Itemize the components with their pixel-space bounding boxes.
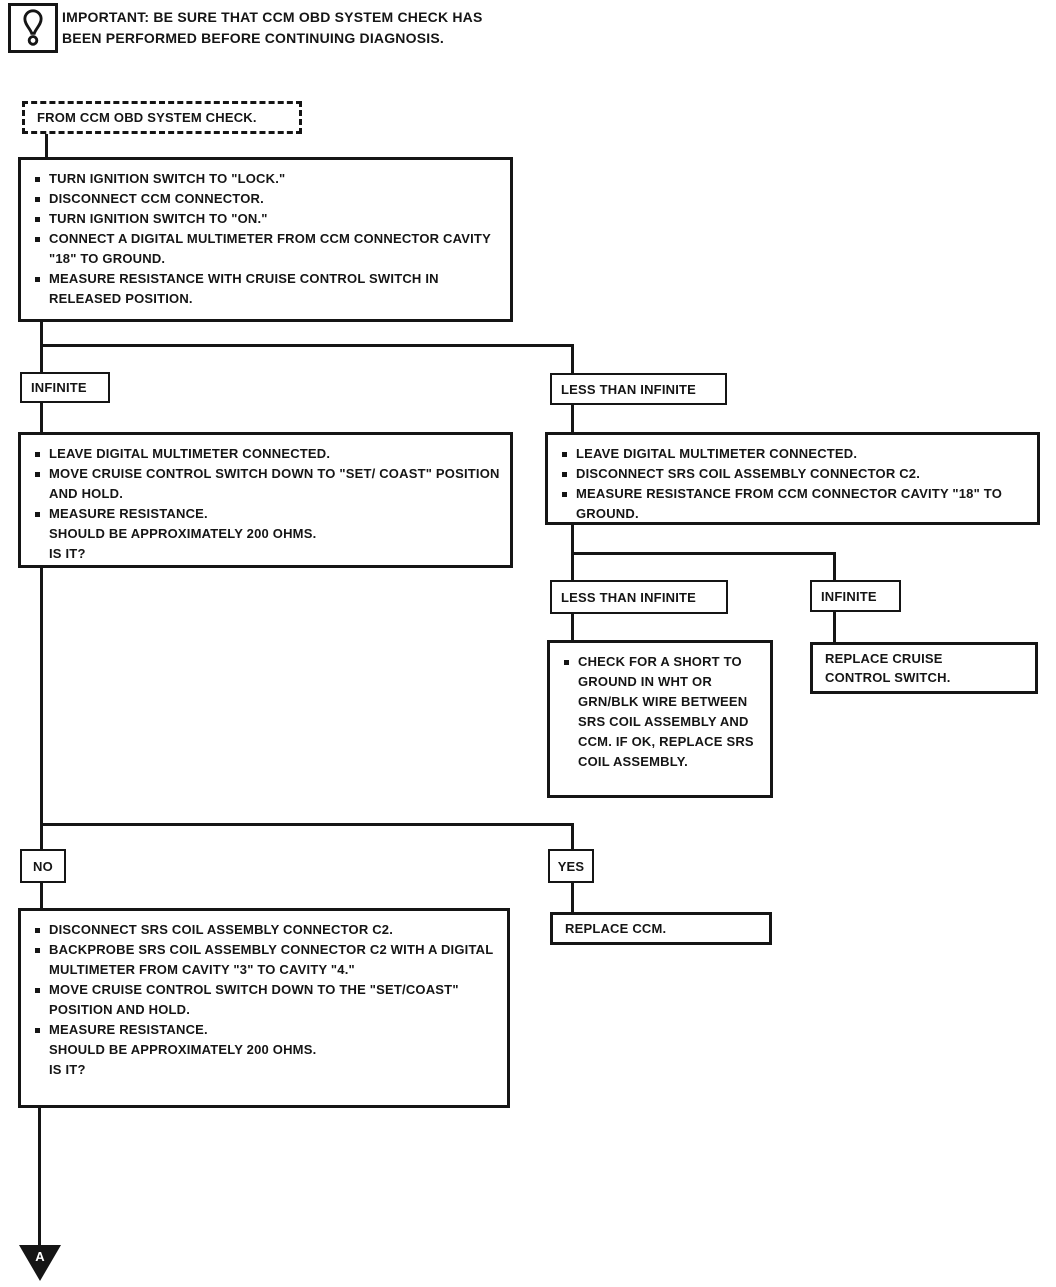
bullet-dot	[35, 277, 40, 282]
connector-a-label: A	[35, 1249, 45, 1264]
step-item: SHOULD BE APPROXIMATELY 200 OHMS.	[49, 1042, 317, 1057]
bullet-dot	[564, 660, 569, 665]
edge-no-to-backprobe	[40, 882, 43, 909]
outcome-infinite-2: INFINITE	[810, 580, 901, 612]
edge-step1-down	[40, 322, 43, 373]
step-item: MOVE CRUISE CONTROL SWITCH DOWN TO THE "…	[35, 980, 497, 1020]
outcome-infinite-1: INFINITE	[20, 372, 110, 403]
important-note: IMPORTANT: BE SURE THAT CCM OBD SYSTEM C…	[62, 7, 562, 49]
short-check-node: CHECK FOR A SHORT TO GROUND IN WHT OR GR…	[547, 640, 773, 798]
outcome-no: NO	[20, 849, 66, 883]
outcome-less-than-infinite-2: LESS THAN INFINITE	[550, 580, 728, 614]
edge-less-than-infinite-to-short-check	[571, 613, 574, 641]
outcome-yes: YES	[548, 849, 594, 883]
off-page-connector-a: A	[17, 1244, 63, 1282]
bullet-dot	[35, 988, 40, 993]
step-item: IS IT?	[49, 1062, 86, 1077]
edge-branch1-horizontal	[40, 344, 574, 347]
bullet-dot	[562, 492, 567, 497]
step-item: CONNECT A DIGITAL MULTIMETER FROM CCM CO…	[35, 229, 500, 269]
bullet-dot	[35, 472, 40, 477]
bullet-dot	[35, 512, 40, 517]
important-note-line1: IMPORTANT: BE SURE THAT CCM OBD SYSTEM C…	[62, 9, 483, 25]
step-item: LEAVE DIGITAL MULTIMETER CONNECTED.	[562, 444, 1027, 464]
replace-cruise-node: REPLACE CRUISE CONTROL SWITCH.	[810, 642, 1038, 694]
edge-branch1-to-less-than-infinite	[571, 344, 574, 374]
edge-branch3-to-infinite	[833, 552, 836, 581]
outcome-less-than-infinite-1: LESS THAN INFINITE	[550, 373, 727, 405]
edge-branch3-horizontal	[571, 552, 836, 555]
important-note-line2: BEEN PERFORMED BEFORE CONTINUING DIAGNOS…	[62, 30, 444, 46]
step-item: DISCONNECT SRS COIL ASSEMBLY CONNECTOR C…	[35, 920, 497, 940]
step-item: MEASURE RESISTANCE.	[35, 504, 500, 524]
step-item: MEASURE RESISTANCE FROM CCM CONNECTOR CA…	[562, 484, 1027, 524]
edge-less-than-infinite-to-right-test	[571, 404, 574, 433]
edge-backprobe-to-connector-a	[38, 1107, 41, 1248]
bullet-dot	[35, 177, 40, 182]
step1-node: TURN IGNITION SWITCH TO "LOCK."DISCONNEC…	[18, 157, 513, 322]
outcome-label: LESS THAN INFINITE	[561, 381, 697, 397]
bullet-dot	[562, 472, 567, 477]
right-test-node: LEAVE DIGITAL MULTIMETER CONNECTED.DISCO…	[545, 432, 1040, 525]
action-label: REPLACE CRUISE CONTROL SWITCH.	[825, 651, 951, 685]
edge-start-to-step1	[45, 134, 48, 158]
step-item: MEASURE RESISTANCE WITH CRUISE CONTROL S…	[35, 269, 500, 309]
bullet-dot	[35, 197, 40, 202]
step-item: MEASURE RESISTANCE.	[35, 1020, 497, 1040]
outcome-label: INFINITE	[31, 380, 87, 395]
bullet-dot	[35, 237, 40, 242]
outcome-label: LESS THAN INFINITE	[561, 589, 697, 605]
step-item: TURN IGNITION SWITCH TO "LOCK."	[35, 169, 500, 189]
step-item: TURN IGNITION SWITCH TO "ON."	[35, 209, 500, 229]
step-item: DISCONNECT SRS COIL ASSEMBLY CONNECTOR C…	[562, 464, 1027, 484]
outcome-label: NO	[33, 858, 53, 874]
step-item: CHECK FOR A SHORT TO GROUND IN WHT OR GR…	[564, 652, 760, 772]
outcome-label: INFINITE	[821, 588, 877, 604]
bullet-dot	[35, 217, 40, 222]
bullet-dot	[35, 452, 40, 457]
edge-branch2-horizontal	[40, 823, 574, 826]
step-item: BACKPROBE SRS COIL ASSEMBLY CONNECTOR C2…	[35, 940, 497, 980]
step-item: MOVE CRUISE CONTROL SWITCH DOWN TO "SET/…	[35, 464, 500, 504]
edge-branch2-to-yes	[571, 823, 574, 850]
replace-ccm-node: REPLACE CCM.	[550, 912, 772, 945]
bullet-dot	[562, 452, 567, 457]
step-item: DISCONNECT CCM CONNECTOR.	[35, 189, 500, 209]
bullet-dot	[35, 1028, 40, 1033]
edge-left-test-down	[40, 567, 43, 850]
edge-infinite-to-left-test	[40, 402, 43, 433]
action-label: REPLACE CCM.	[565, 921, 667, 936]
bullet-dot	[35, 948, 40, 953]
edge-yes-to-replace-ccm	[571, 882, 574, 913]
step-item: SHOULD BE APPROXIMATELY 200 OHMS.	[49, 526, 317, 541]
backprobe-test-node: DISCONNECT SRS COIL ASSEMBLY CONNECTOR C…	[18, 908, 510, 1108]
outcome-label: YES	[557, 858, 585, 874]
bullet-dot	[35, 928, 40, 933]
left-test-node: LEAVE DIGITAL MULTIMETER CONNECTED.MOVE …	[18, 432, 513, 568]
step-item: LEAVE DIGITAL MULTIMETER CONNECTED.	[35, 444, 500, 464]
important-exclamation-icon	[8, 3, 58, 53]
start-node-label: FROM CCM OBD SYSTEM CHECK.	[37, 110, 257, 125]
step-item: IS IT?	[49, 546, 86, 561]
start-node: FROM CCM OBD SYSTEM CHECK.	[22, 101, 302, 134]
edge-infinite-to-replace-cruise	[833, 611, 836, 643]
